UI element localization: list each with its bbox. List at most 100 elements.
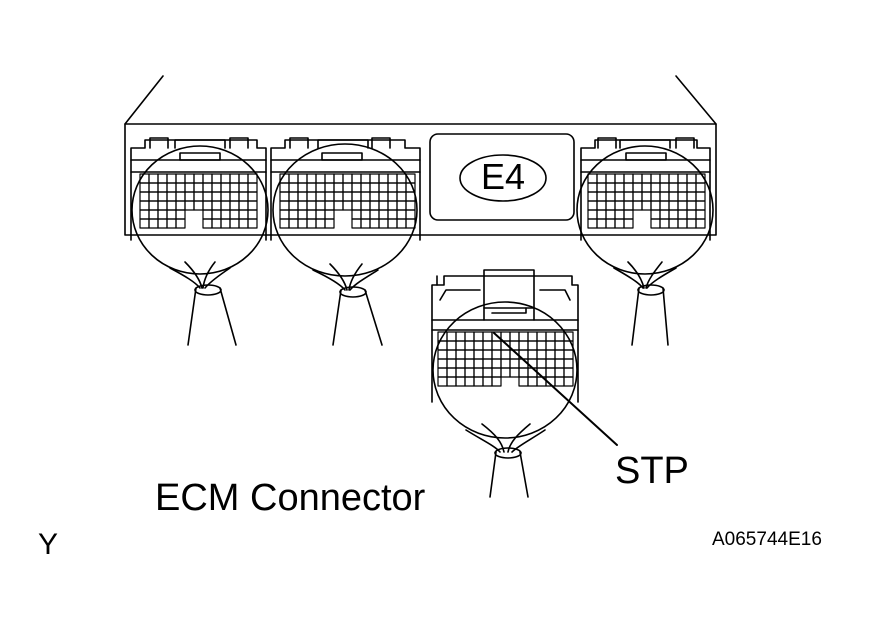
terminal-pin <box>306 209 317 220</box>
terminal-pin <box>641 191 652 202</box>
terminal-pin <box>288 173 299 184</box>
terminal-pin <box>148 173 159 184</box>
terminal-pin <box>247 218 258 229</box>
terminal-pin <box>677 218 688 229</box>
terminal-pin <box>378 173 389 184</box>
terminal-pin <box>482 331 493 342</box>
terminal-pin <box>297 182 308 193</box>
e4-connector-plate <box>429 133 575 221</box>
terminal-pin <box>554 376 565 387</box>
terminal-pin <box>587 218 598 229</box>
terminal-pin <box>677 182 688 193</box>
terminal-pin <box>437 367 448 378</box>
terminal-pin <box>596 218 607 229</box>
terminal-pin <box>464 331 475 342</box>
terminal-pin <box>437 376 448 387</box>
terminal-pin <box>387 182 398 193</box>
terminal-pin <box>202 191 213 202</box>
terminal-pin <box>351 173 362 184</box>
terminal-pin <box>229 182 240 193</box>
terminal-pin <box>536 349 547 360</box>
terminal-pin <box>614 173 625 184</box>
terminal-pin <box>686 173 697 184</box>
terminal-pin <box>279 218 290 229</box>
terminal-pin <box>387 218 398 229</box>
terminal-pin <box>563 367 574 378</box>
terminal-pin <box>351 209 362 220</box>
terminal-pin <box>369 191 380 202</box>
header-connector-1 <box>130 137 269 275</box>
terminal-pin <box>554 367 565 378</box>
terminal-pin <box>229 200 240 211</box>
terminal-pin <box>166 209 177 220</box>
terminal-pin <box>446 358 457 369</box>
terminal-pin <box>554 358 565 369</box>
terminal-pin <box>455 349 466 360</box>
terminal-pin <box>623 218 634 229</box>
terminal-pin <box>396 209 407 220</box>
terminal-pin <box>396 173 407 184</box>
terminal-pin <box>545 358 556 369</box>
terminal-pin <box>306 182 317 193</box>
terminal-pin <box>396 191 407 202</box>
terminal-pin <box>360 173 371 184</box>
terminal-pin <box>446 349 457 360</box>
terminal-pin <box>148 209 159 220</box>
terminal-pin <box>659 209 670 220</box>
terminal-pin <box>306 173 317 184</box>
terminal-pin <box>614 218 625 229</box>
terminal-pin <box>455 358 466 369</box>
terminal-pin <box>695 200 706 211</box>
terminal-pin <box>360 191 371 202</box>
harness-3 <box>613 261 677 346</box>
terminal-pin <box>596 209 607 220</box>
terminal-pin <box>157 200 168 211</box>
terminal-pin <box>563 349 574 360</box>
terminal-pin <box>650 209 661 220</box>
terminal-pin <box>220 191 231 202</box>
terminal-pin <box>387 173 398 184</box>
terminal-pin <box>473 358 484 369</box>
diagram-caption: ECM Connector <box>155 477 426 519</box>
terminal-pin <box>668 218 679 229</box>
terminal-pin <box>211 191 222 202</box>
terminal-pin <box>238 200 249 211</box>
terminal-pin <box>596 182 607 193</box>
terminal-pin <box>306 200 317 211</box>
terminal-pin <box>446 367 457 378</box>
terminal-pin <box>324 191 335 202</box>
terminal-pin <box>324 173 335 184</box>
terminal-pin <box>650 182 661 193</box>
terminal-pin <box>455 331 466 342</box>
terminal-pin <box>175 218 186 229</box>
terminal-pin <box>455 340 466 351</box>
terminal-pin <box>587 182 598 193</box>
terminal-pin <box>202 209 213 220</box>
terminal-pin <box>632 173 643 184</box>
terminal-pin <box>315 218 326 229</box>
terminal-pin <box>342 191 353 202</box>
terminal-pin <box>315 209 326 220</box>
terminal-pin <box>587 209 598 220</box>
harness-1 <box>169 261 237 346</box>
terminal-pin <box>369 182 380 193</box>
terminal-pin <box>632 200 643 211</box>
terminal-pin <box>351 200 362 211</box>
terminal-pin <box>184 200 195 211</box>
terminal-pin <box>342 200 353 211</box>
terminal-pin <box>455 367 466 378</box>
terminal-pin <box>686 209 697 220</box>
terminal-pin <box>650 200 661 211</box>
terminal-pin <box>650 173 661 184</box>
terminal-pin <box>668 209 679 220</box>
terminal-pin <box>288 200 299 211</box>
terminal-pin <box>623 200 634 211</box>
terminal-pin <box>686 191 697 202</box>
terminal-pin <box>369 173 380 184</box>
terminal-pin <box>500 358 511 369</box>
terminal-pin <box>464 340 475 351</box>
terminal-pin <box>563 376 574 387</box>
terminal-pin <box>527 331 538 342</box>
terminal-pin <box>536 358 547 369</box>
terminal-pin <box>387 191 398 202</box>
